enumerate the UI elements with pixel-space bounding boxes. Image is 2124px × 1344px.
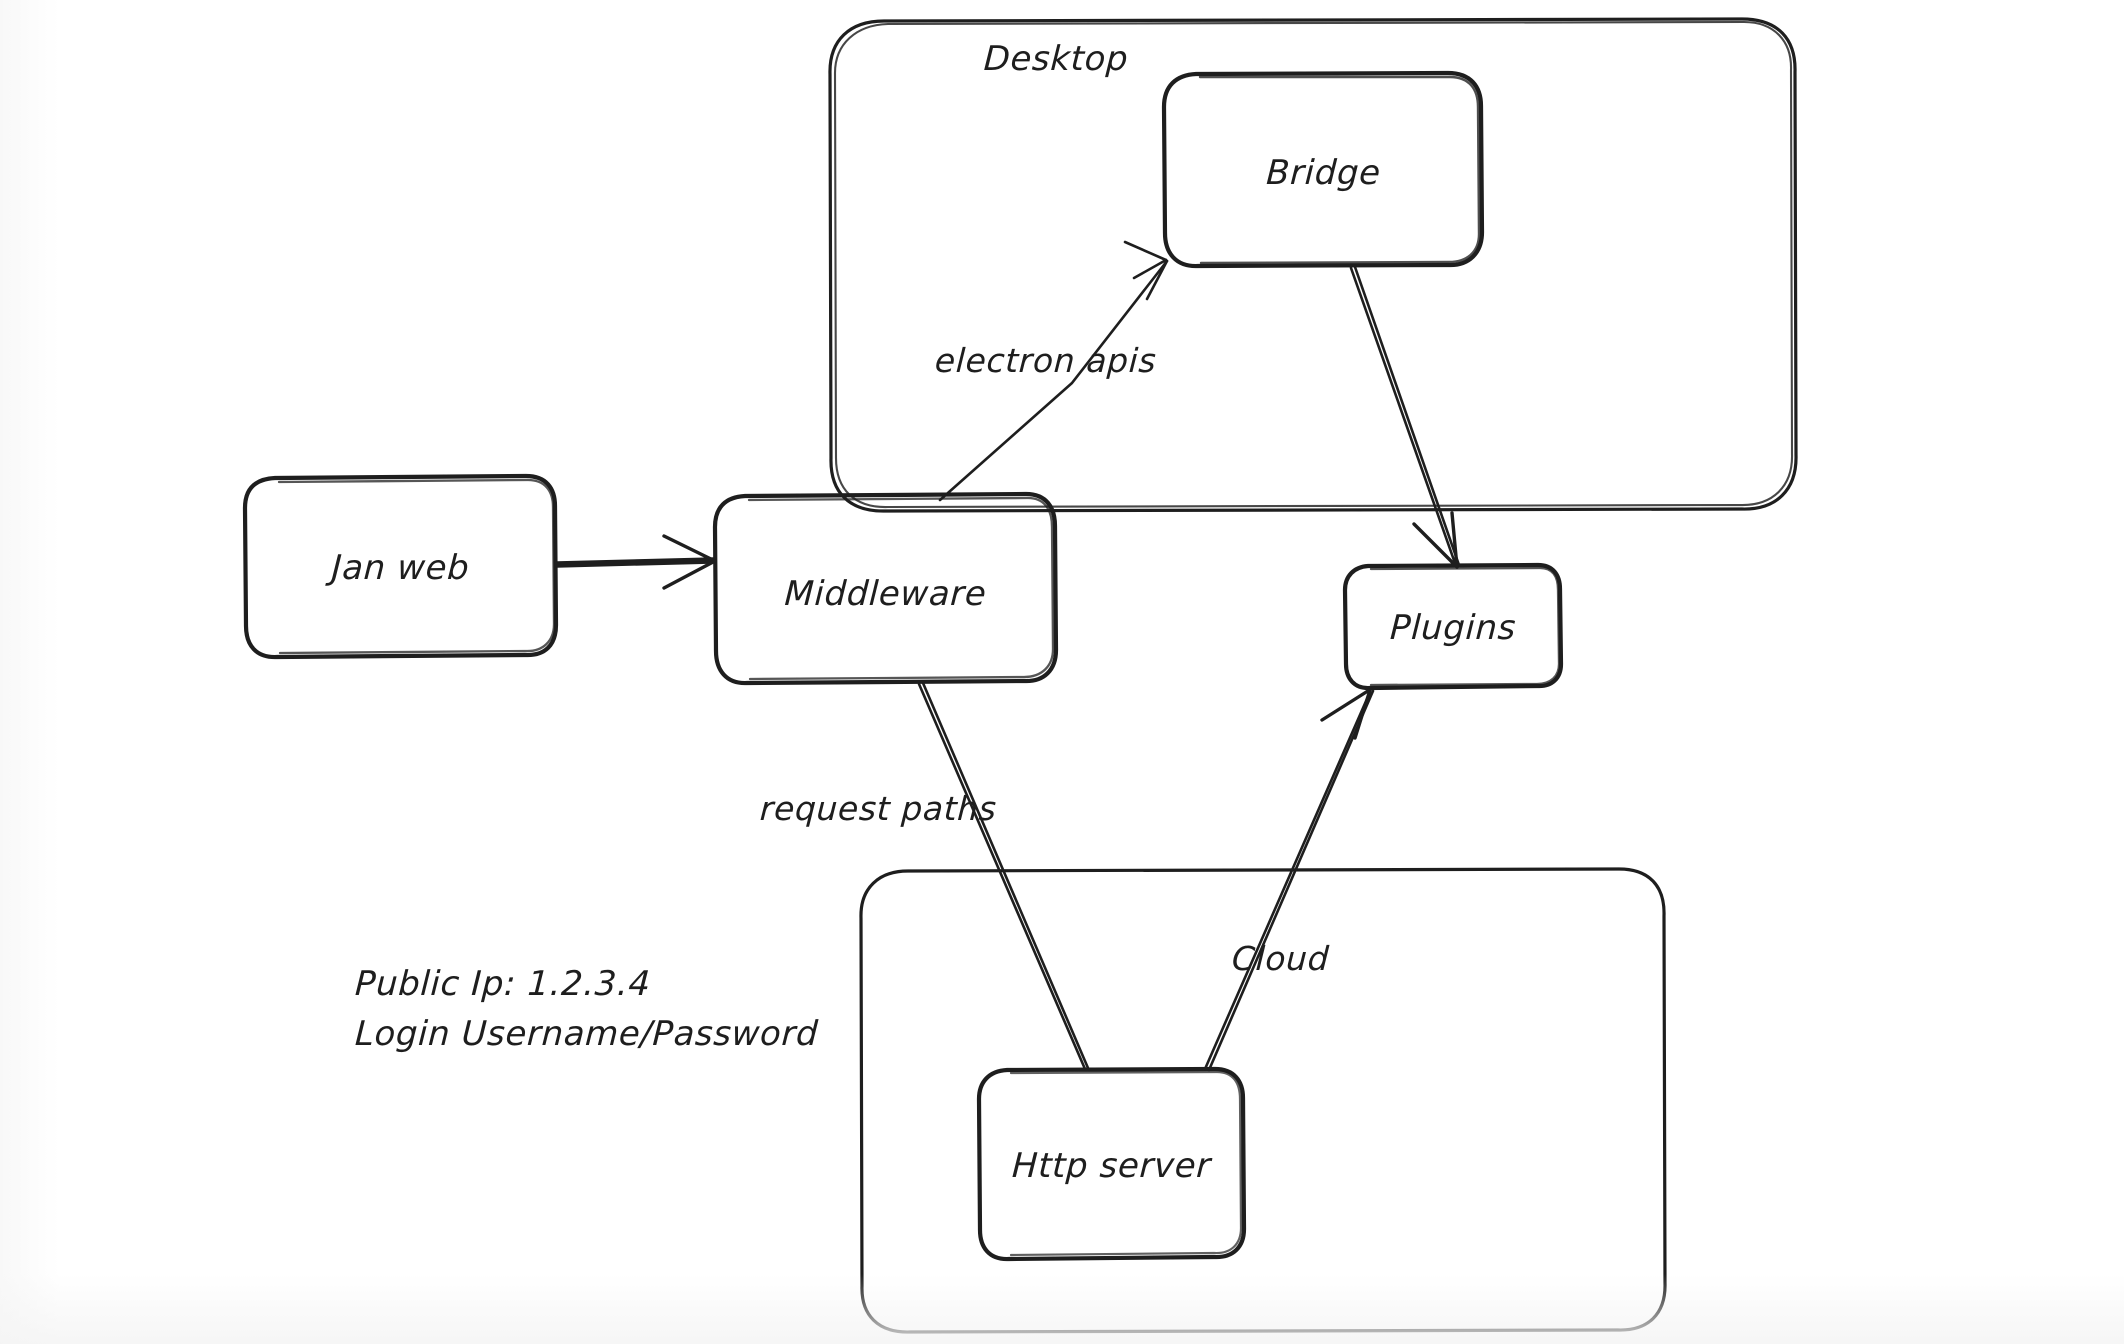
edge-label-cloud: Cloud (1231, 939, 1331, 978)
jan-web-node-label: Jan web (330, 548, 471, 588)
cloud-frame-shape[interactable] (859, 867, 1667, 1334)
note-public-ip[interactable]: Public Ip: 1.2.3.4 Login Username/Passwo… (353, 963, 819, 1054)
note-public-ip-line-1: Public Ip: 1.2.3.4 (353, 964, 652, 1004)
middleware-node-label: Middleware (783, 574, 988, 614)
bridge-node-label: Bridge (1265, 153, 1382, 193)
desktop-frame-label: Desktop (982, 39, 1130, 79)
plugins-node-shape[interactable] (1342, 562, 1564, 691)
bridge-node-shape[interactable] (1161, 70, 1485, 269)
jan-web-node-shape[interactable] (242, 473, 559, 660)
edge-http-server-to-plugins[interactable] (1203, 687, 1375, 1072)
edge-label-electron-apis: electron apis (934, 341, 1158, 380)
edge-middleware-to-bridge[interactable] (938, 240, 1169, 502)
edge-jan-web-to-middleware[interactable] (555, 534, 717, 590)
plugins-node-label: Plugins (1388, 608, 1518, 648)
edge-label-request-paths: request paths (759, 789, 998, 828)
http-server-node-label: Http server (1011, 1146, 1213, 1186)
http-server-node-shape[interactable] (976, 1066, 1247, 1262)
note-public-ip-line-2: Login Username/Password (353, 1013, 820, 1054)
edge-bridge-to-plugins[interactable] (1349, 265, 1461, 569)
middleware-node-shape[interactable] (712, 491, 1059, 686)
desktop-frame-shape[interactable] (828, 17, 1798, 513)
edge-middleware-to-http-server[interactable] (917, 681, 1090, 1071)
